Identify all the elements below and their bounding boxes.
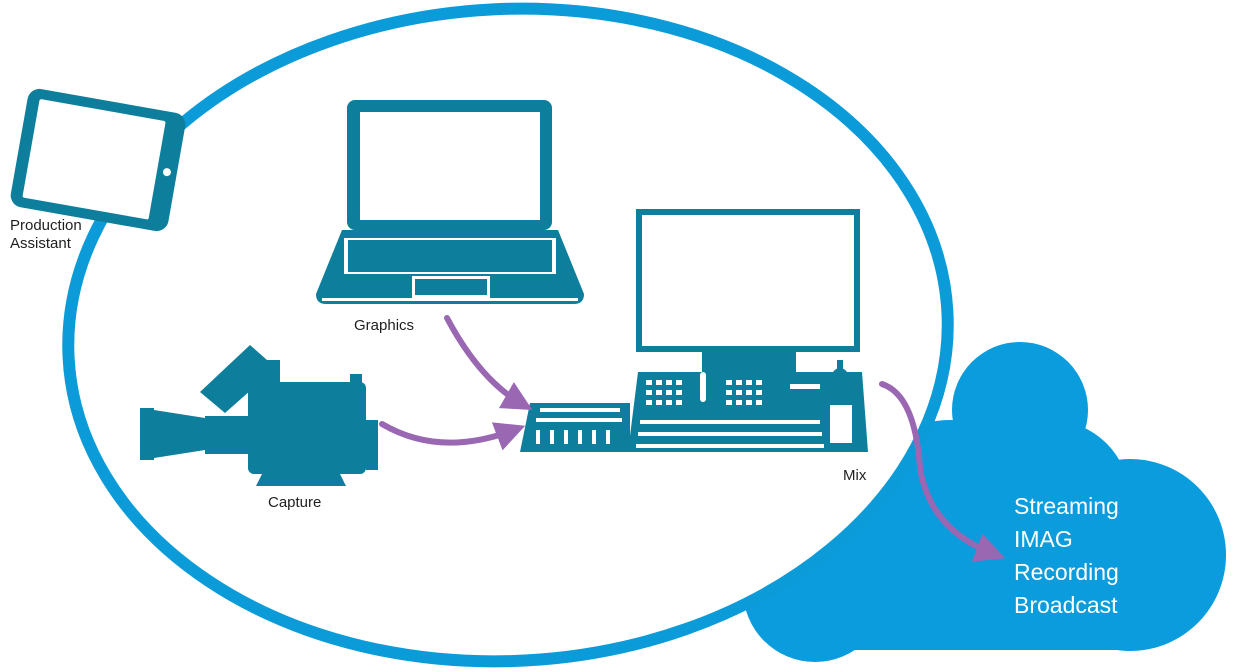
label-graphics: Graphics bbox=[354, 317, 415, 334]
output-streaming: Streaming bbox=[1014, 493, 1119, 519]
label-production-assistant-line1: Production bbox=[10, 217, 82, 234]
tablet-icon bbox=[10, 88, 186, 232]
arrow-mix-to-cloud bbox=[879, 381, 1006, 562]
video-camera-icon bbox=[140, 345, 378, 486]
arrow-capture-to-mix bbox=[379, 421, 526, 451]
production-ellipse bbox=[62, 2, 954, 668]
label-capture: Capture bbox=[268, 494, 322, 511]
cloud-outputs-list: Streaming IMAG Recording Broadcast bbox=[1014, 490, 1119, 622]
arrow-graphics-to-mix bbox=[444, 315, 533, 410]
label-production-assistant: Production Assistant bbox=[10, 217, 82, 253]
laptop-icon bbox=[316, 100, 584, 304]
output-imag: IMAG bbox=[1014, 526, 1073, 552]
label-mix: Mix bbox=[843, 467, 867, 484]
output-broadcast: Broadcast bbox=[1014, 592, 1118, 618]
label-production-assistant-line2: Assistant bbox=[10, 235, 71, 252]
output-recording: Recording bbox=[1014, 559, 1119, 585]
video-switcher-icon bbox=[520, 209, 868, 452]
